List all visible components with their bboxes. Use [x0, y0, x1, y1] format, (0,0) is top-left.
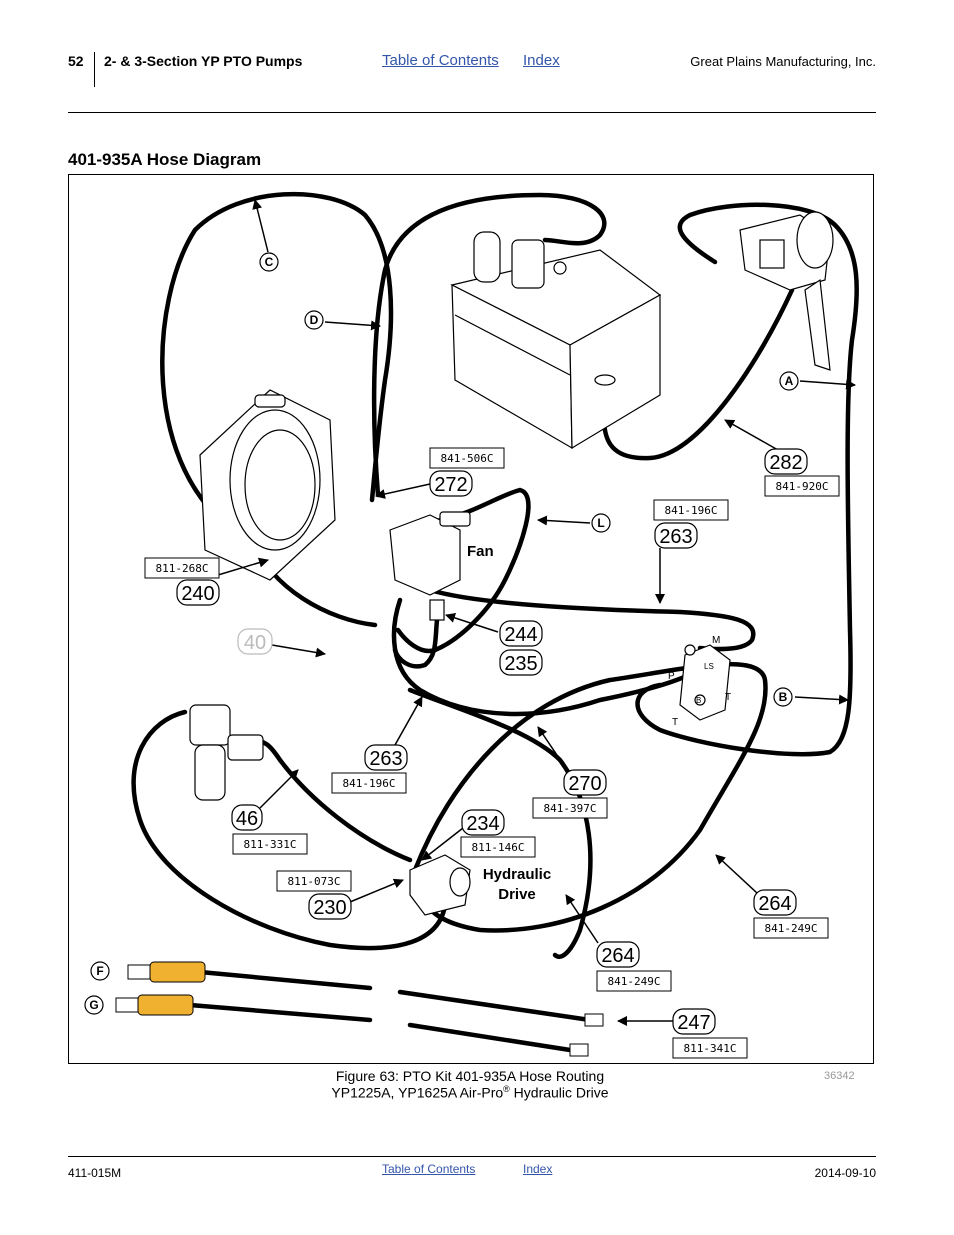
hose-g2: [407, 1022, 573, 1053]
hydraulic-drive-motor: [409, 854, 471, 916]
footer-index-link[interactable]: Index: [523, 1162, 553, 1176]
hose-263-lower: [391, 597, 698, 717]
port-t-right: T: [725, 692, 731, 703]
callout-244: 244: [504, 624, 537, 646]
port-t-left: T: [672, 717, 678, 728]
callout-282: 282: [769, 452, 802, 474]
section-title: 2- & 3-Section YP PTO Pumps: [104, 53, 303, 69]
callout-234: 234: [466, 813, 499, 835]
figure-frame: [68, 174, 874, 1064]
callout-235: 235: [504, 653, 537, 675]
fan-label: Fan: [467, 543, 494, 560]
hydraulic-label: Hydraulic: [483, 866, 551, 883]
port-m: M: [712, 635, 720, 646]
pto-pump: [739, 211, 834, 371]
letter-labels: C D A L B F G: [89, 255, 793, 1012]
part-number-boxes: [144, 447, 840, 1059]
part-811-073c: 811-073C: [288, 875, 341, 888]
callout-46: 46: [236, 808, 258, 830]
hose-282: [601, 287, 795, 461]
letter-a: A: [785, 374, 794, 388]
part-841-249c-right: 841-249C: [765, 922, 818, 935]
callout-264-right: 264: [758, 893, 791, 915]
part-841-249c-lower: 841-249C: [608, 975, 661, 988]
part-841-920c: 841-920C: [776, 480, 829, 493]
callout-numbers: 272 282 263 240 40 244 235 263 270 46 23…: [181, 452, 802, 1034]
hose-244: [392, 617, 440, 669]
figure-caption-line1: Figure 63: PTO Kit 401-935A Hose Routing: [335, 1068, 605, 1084]
callout-40: 40: [244, 632, 266, 654]
letter-l: L: [597, 516, 604, 530]
footer-table-of-contents-link[interactable]: Table of Contents: [382, 1162, 476, 1176]
callout-247: 247: [677, 1012, 710, 1034]
filter: [189, 704, 264, 801]
part-841-397c: 841-397C: [544, 802, 597, 815]
header-divider: [94, 52, 95, 87]
callout-270: 270: [568, 773, 601, 795]
fan-motor: [389, 511, 471, 621]
part-811-341c: 811-341C: [684, 1042, 737, 1055]
callout-240: 240: [181, 583, 214, 605]
port-b: B: [696, 696, 701, 705]
reservoir-tank: [450, 231, 662, 450]
callout-264-lower: 264: [601, 945, 634, 967]
callout-230: 230: [313, 897, 346, 919]
hose-264b: [131, 709, 448, 951]
index-link[interactable]: Index: [523, 52, 560, 69]
hose-f: [197, 969, 373, 991]
port-p: P: [668, 671, 675, 682]
part-841-196c-upper: 841-196C: [665, 504, 718, 517]
fan-housing: [199, 389, 336, 581]
leader-arrows: [217, 199, 856, 1026]
letter-b: B: [779, 690, 788, 704]
company-name: Great Plains Manufacturing, Inc.: [690, 54, 876, 69]
hose-d: [371, 192, 607, 498]
hose-272: [395, 487, 531, 654]
hose-a: [635, 202, 859, 757]
figure-caption-line2: YP1225A, YP1625A Air-Pro® Hydraulic Driv…: [331, 1084, 609, 1101]
footer-rule: [68, 1156, 876, 1157]
drive-label: Drive: [498, 886, 536, 903]
hose-c: [160, 191, 394, 538]
letter-d: D: [310, 313, 319, 327]
page-number: 52: [68, 53, 84, 69]
letter-g: G: [89, 998, 98, 1012]
part-811-146c: 811-146C: [472, 841, 525, 854]
table-of-contents-link[interactable]: Table of Contents: [382, 52, 499, 69]
part-811-268c: 811-268C: [156, 562, 209, 575]
image-reference: 36342: [824, 1070, 855, 1082]
header-rule: [68, 112, 876, 113]
callout-bubbles: [176, 448, 808, 1035]
letter-f: F: [96, 964, 103, 978]
callout-263-upper: 263: [659, 526, 692, 548]
part-numbers: 841-506C 841-920C 841-196C 811-268C 841-…: [156, 452, 829, 1055]
valve-port-labels: M LS P T B T: [668, 635, 731, 728]
document-number: 411-015M: [68, 1166, 122, 1180]
hose-g: [187, 1002, 373, 1023]
valve-block: [679, 644, 731, 721]
section-heading: 401-935A Hose Diagram: [68, 150, 262, 169]
part-841-506c: 841-506C: [441, 452, 494, 465]
part-841-196c-lower: 841-196C: [343, 777, 396, 790]
callout-272: 272: [434, 474, 467, 496]
hose-f2: [397, 989, 593, 1023]
hose-263-upper: [427, 587, 756, 652]
letter-circles: [84, 252, 799, 1015]
hose-264a: [412, 662, 768, 933]
hoses: [131, 191, 859, 1053]
publication-date: 2014-09-10: [814, 1166, 876, 1180]
callout-263-lower: 263: [369, 748, 402, 770]
part-811-331c: 811-331C: [244, 838, 297, 851]
letter-c: C: [265, 255, 274, 269]
quick-couplers: [115, 961, 604, 1057]
port-ls: LS: [704, 662, 714, 671]
